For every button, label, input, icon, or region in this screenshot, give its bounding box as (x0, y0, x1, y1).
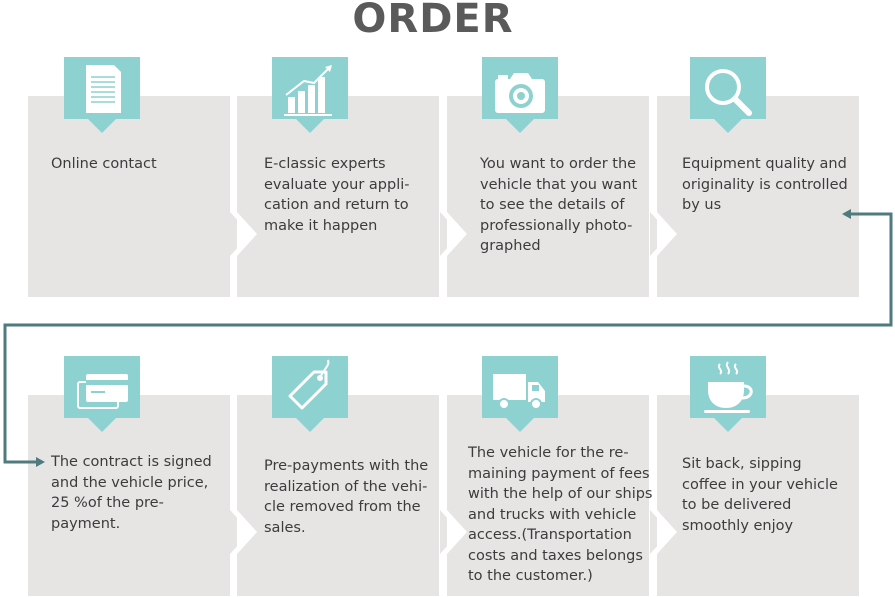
icon-tab-5 (64, 356, 140, 432)
icon-tab-1 (64, 57, 140, 133)
bar-chart-icon (284, 65, 332, 116)
step-text-3: You want to order the vehicle that you w… (480, 156, 638, 254)
icon-tab-4 (690, 57, 766, 133)
step-card-3 (447, 96, 649, 297)
step-card-4 (657, 96, 859, 297)
chevron-notch (657, 212, 677, 256)
step-text-7: The vehicle for the re- maining payment … (468, 445, 653, 584)
step-card-2 (237, 96, 439, 297)
step-text-6: Pre-payments with the realization of the… (264, 458, 429, 536)
step-text-4: Equipment quality and originality is con… (682, 156, 848, 213)
chevron-notch (447, 212, 467, 256)
camera-icon (495, 73, 545, 113)
document-icon (86, 65, 121, 113)
chevron-notch (237, 510, 257, 554)
coffee-cup-icon (704, 361, 753, 413)
step-card-6 (237, 395, 439, 596)
chevron-notch (447, 510, 467, 554)
step-text-8: Sit back, sipping coffee in your vehicle… (682, 456, 838, 534)
credit-card-icon (77, 374, 128, 409)
icon-tab-2 (272, 57, 348, 133)
step-text-2: E-classic experts evaluate your appli- c… (264, 156, 410, 234)
step-card-5 (28, 395, 230, 596)
icon-tab-3 (482, 57, 558, 133)
icon-tab-8 (690, 356, 766, 432)
price-tag-icon (288, 359, 330, 410)
chevron-notch (237, 212, 257, 256)
step-card-1 (28, 96, 230, 297)
step-card-7 (447, 395, 649, 596)
magnifier-icon (705, 69, 752, 116)
icon-tab-7 (482, 356, 558, 432)
icon-tab-6 (272, 356, 348, 432)
truck-icon (493, 374, 545, 410)
step-text-1: Online contact (51, 156, 157, 172)
step-card-8 (657, 395, 859, 596)
page-title: ORDER (352, 0, 514, 42)
chevron-notch (657, 510, 677, 554)
step-text-5: The contract is signed and the vehicle p… (51, 454, 212, 532)
